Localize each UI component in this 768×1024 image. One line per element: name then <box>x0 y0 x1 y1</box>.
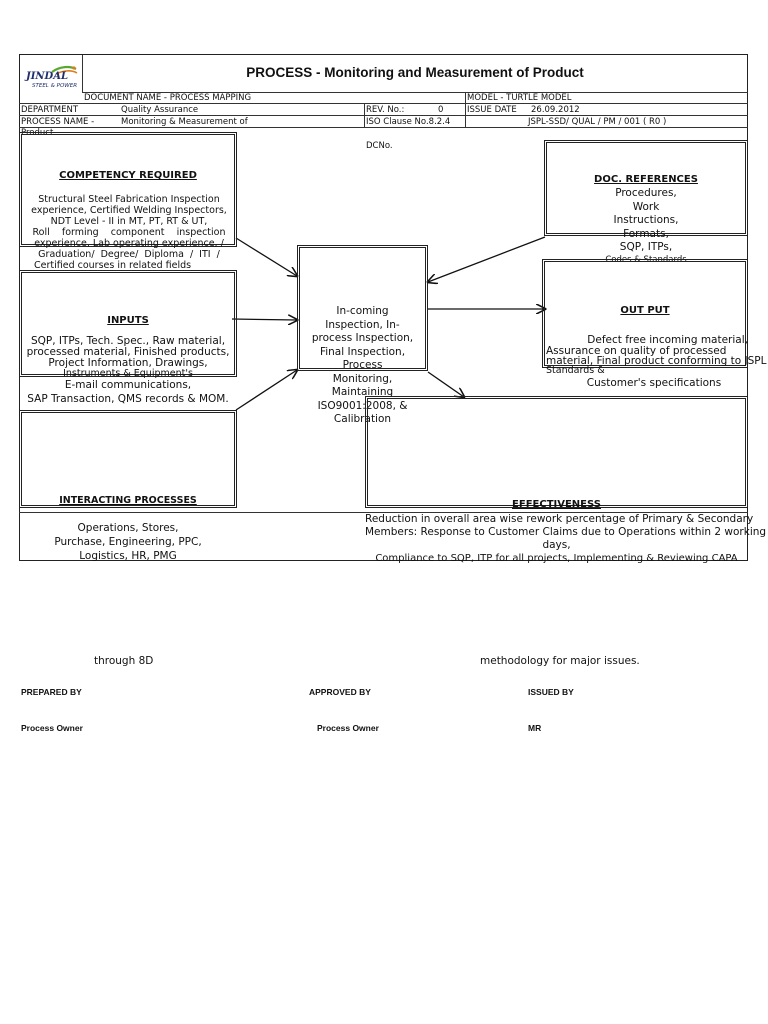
output-line: Standards & <box>546 365 605 376</box>
document-code: JSPL-SSD/ QUAL / PM / 001 ( R0 ) <box>528 117 667 127</box>
model-name: MODEL - TURTLE MODEL <box>467 93 572 103</box>
page-title: PROCESS - Monitoring and Measurement of … <box>246 65 584 80</box>
logo-brand: JINDAL <box>26 71 69 82</box>
interacting-line: Purchase, Engineering, PPC, <box>54 536 202 548</box>
arrow-process-to-effectiveness <box>427 371 464 397</box>
inputs-text: SQP, ITPs, Tech. Spec., Raw material, pr… <box>19 336 237 406</box>
competency-text: Structural Steel Fabrication Inspection … <box>30 194 228 271</box>
process-line: ISO9001:2008, & <box>317 399 408 412</box>
doc-references-text: Procedures, Work Instructions, Formats, … <box>544 187 748 266</box>
header-rule-2 <box>19 103 748 104</box>
interacting-text: Operations, Stores, Purchase, Engineerin… <box>19 521 237 563</box>
process-line: Process <box>342 359 383 371</box>
output-line: material, Final product conforming to JS… <box>546 355 767 367</box>
competency-line: Roll forming component inspection <box>32 227 226 238</box>
output-line-last: Customer's specifications <box>586 377 722 389</box>
effectiveness-title: EFFECTIVENESS <box>512 499 601 510</box>
header-col-2 <box>465 92 466 127</box>
iso-clause: ISO Clause No.8.2.4 <box>366 117 451 127</box>
arrow-competency-to-process <box>235 237 297 276</box>
approved-by-role: Process Owner <box>317 723 379 733</box>
header-rule-4 <box>19 127 748 128</box>
doc-reference-line: Procedures, <box>615 187 677 199</box>
process-line: Final Inspection, <box>319 345 406 358</box>
prepared-by-label: PREPARED BY <box>21 687 82 697</box>
process-line: Inspection, In- <box>325 318 400 331</box>
rev-value: 0 <box>438 105 444 115</box>
competency-line: experience, Certified Welding Inspectors… <box>31 205 227 216</box>
process-line: process Inspection, <box>311 332 414 344</box>
competency-line: NDT Level - II in MT, PT, RT & UT, <box>50 216 208 227</box>
inputs-box <box>19 270 237 377</box>
effectiveness-line: Members: Response to Customer Claims due… <box>365 526 767 538</box>
effectiveness-text: Reduction in overall area wise rework pe… <box>365 513 767 564</box>
competency-line: Graduation/ Degree/ Diploma / ITI / <box>38 249 220 260</box>
inputs-title: INPUTS <box>107 315 149 326</box>
output-line: Defect free incoming material, <box>587 334 748 346</box>
output-text: Defect free incoming material, Assurance… <box>546 334 767 376</box>
effectiveness-box <box>365 396 748 508</box>
doc-reference-line: SQP, ITPs, <box>619 241 673 253</box>
input-line: SQP, ITPs, Tech. Spec., Raw material, <box>30 335 226 347</box>
doc-reference-line: Formats, <box>623 227 669 240</box>
interacting-line: Logistics, HR, PMG <box>79 550 177 562</box>
company-logo: JINDAL STEEL & POWER <box>22 64 80 92</box>
doc-reference-line: Work <box>632 200 660 213</box>
issued-by-role: MR <box>528 723 542 733</box>
competency-line: Structural Steel Fabrication Inspection <box>38 194 220 205</box>
effectiveness-continuation-right: methodology for major issues. <box>480 655 640 667</box>
logo-swoosh-icon <box>51 65 78 75</box>
input-line: Instruments & Equipment's <box>63 368 193 379</box>
effectiveness-line: Reduction in overall area wise rework pe… <box>365 513 754 525</box>
effectiveness-continuation-left: through 8D <box>94 655 154 667</box>
input-line: SAP Transaction, QMS records & MOM. <box>27 393 229 405</box>
prepared-by-role: Process Owner <box>21 723 83 733</box>
document-name: DOCUMENT NAME - PROCESS MAPPING <box>84 93 252 103</box>
logo-subtitle: STEEL & POWER <box>32 83 78 89</box>
process-line: Calibration <box>333 413 392 425</box>
interacting-box <box>19 410 237 508</box>
process-line: Maintaining <box>331 386 394 398</box>
doc-references-title: DOC. REFERENCES <box>594 174 698 185</box>
bottom-row-rule <box>19 512 748 513</box>
process-line: In-coming <box>336 305 389 317</box>
process-box <box>297 245 428 371</box>
doc-reference-line: Instructions, <box>613 214 679 226</box>
header-rule-3 <box>19 115 748 116</box>
doc-references-box <box>544 140 748 236</box>
issue-date-value: 26.09.2012 <box>531 105 580 115</box>
output-box <box>542 259 748 368</box>
issue-date-label: ISSUE DATE <box>467 105 517 115</box>
arrow-docref-to-process <box>428 236 546 282</box>
effectiveness-line: days, <box>542 539 571 551</box>
input-line: E-mail communications, <box>64 379 192 391</box>
competency-line: Certified courses in related fields <box>34 260 192 271</box>
competency-box <box>19 132 237 247</box>
competency-line: experience, Lab operating experience, / <box>34 238 224 249</box>
process-name-value: Monitoring & Measurement of <box>121 117 248 127</box>
output-line: Assurance on quality of processed <box>546 345 727 357</box>
interacting-title: INTERACTING PROCESSES <box>59 495 197 506</box>
department-value: Quality Assurance <box>121 105 199 115</box>
effectiveness-line: Compliance to SQP, ITP for all projects,… <box>375 553 738 564</box>
header-rule-1 <box>82 92 748 93</box>
process-line: Monitoring, <box>332 372 393 385</box>
competency-title: COMPETENCY REQUIRED <box>59 170 197 181</box>
process-name-label: PROCESS NAME - <box>21 117 95 127</box>
issued-by-label: ISSUED BY <box>528 687 574 697</box>
department-label: DEPARTMENT <box>21 105 79 115</box>
logo-divider <box>82 55 83 92</box>
dc-number: DCNo. <box>366 141 393 151</box>
input-line: processed material, Finished products, <box>26 346 230 358</box>
arrow-interacting-to-process <box>235 370 297 411</box>
header-col-1 <box>364 103 365 127</box>
interacting-line: Operations, Stores, <box>77 522 179 534</box>
approved-by-label: APPROVED BY <box>309 687 371 697</box>
rev-label: REV. No.: <box>366 105 405 115</box>
process-text: In-coming Inspection, In- process Inspec… <box>297 305 428 427</box>
arrow-inputs-to-process <box>231 319 297 320</box>
output-title: OUT PUT <box>620 305 670 316</box>
input-line: Project Information, Drawings, <box>48 357 208 369</box>
